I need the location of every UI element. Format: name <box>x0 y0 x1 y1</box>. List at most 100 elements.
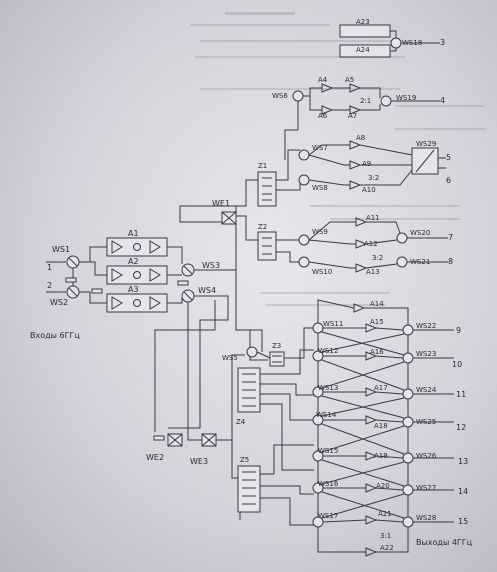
background-text <box>190 12 485 306</box>
output-5-label: 5 <box>446 153 451 162</box>
ws28-label: WS28 <box>416 514 436 522</box>
switch-ws10 <box>298 256 310 268</box>
input-section: 1 2 WS1 WS2 A1 A2 A3 WS3 <box>30 229 220 340</box>
a14-label: A14 <box>370 300 384 308</box>
a17-label: A17 <box>374 384 388 392</box>
a24-label: A24 <box>356 46 370 54</box>
switch-ws11 <box>312 322 324 334</box>
ws6-label: WS6 <box>272 92 288 100</box>
ratio-3-2-a: 3:2 <box>368 174 379 182</box>
a20-label: A20 <box>376 482 390 490</box>
a18-label: A18 <box>374 422 388 430</box>
a9-label: A9 <box>362 160 371 168</box>
output-6-label: 6 <box>446 176 451 185</box>
lower-branch: WS5 Z3 Z4 Z5 WS11 WS12 WS13 WS14 WS15 <box>222 299 473 557</box>
output-11-label: 11 <box>456 390 466 399</box>
z4-label: Z4 <box>236 418 246 426</box>
ws10-label: WS10 <box>312 268 332 276</box>
ws3-label: WS3 <box>202 261 220 270</box>
a22-label: A22 <box>380 544 394 552</box>
ratio-3-1: 3:1 <box>380 532 391 540</box>
a1-label: A1 <box>128 229 139 238</box>
ws22-label: WS22 <box>416 322 436 330</box>
inputs-caption: Входы 6ГГц <box>30 331 80 340</box>
trunk-wiring <box>154 179 268 441</box>
amp-box-a1 <box>106 237 168 257</box>
ws27-label: WS27 <box>416 484 436 492</box>
a6-label: A6 <box>318 112 328 120</box>
ws8-label: WS8 <box>312 184 328 192</box>
ws23-label: WS23 <box>416 350 436 358</box>
ws2-label: WS2 <box>50 298 68 307</box>
ws24-label: WS24 <box>416 386 437 394</box>
a21-label: A21 <box>378 510 392 518</box>
ws1-label: WS1 <box>52 245 70 254</box>
switch-ws23 <box>402 352 414 364</box>
we1-label: WE1 <box>212 199 230 208</box>
a7-label: A7 <box>348 112 357 120</box>
z2-label: Z2 <box>258 223 267 231</box>
ws16-label: WS16 <box>318 480 339 488</box>
upper-branch: A23 A24 WS18 3 WS6 A4 A5 A6 A7 2:1 WS19 … <box>257 18 453 276</box>
output-8-label: 8 <box>448 257 453 266</box>
switch-ws5 <box>246 346 258 358</box>
ws26-label: WS26 <box>416 452 437 460</box>
switch-ws19 <box>380 95 392 107</box>
ws20-label: WS20 <box>410 229 430 237</box>
z3-label: Z3 <box>272 342 281 350</box>
filter-z5 <box>237 465 261 513</box>
a23-label: A23 <box>356 18 370 26</box>
switch-ws22 <box>402 324 414 336</box>
input-2-label: 2 <box>47 281 52 290</box>
output-12-label: 12 <box>456 423 466 432</box>
a5-label: A5 <box>345 76 354 84</box>
a15-label: A15 <box>370 318 384 326</box>
ws11-label: WS11 <box>323 320 343 328</box>
amp-a23 <box>339 24 391 38</box>
ratio-3-2-b: 3:2 <box>372 254 383 262</box>
ws4-label: WS4 <box>198 286 216 295</box>
output-9-label: 9 <box>456 326 461 335</box>
ws15-label: WS15 <box>318 447 338 455</box>
ratio-2-1: 2:1 <box>360 97 371 105</box>
we2-label: WE2 <box>146 453 164 462</box>
ws19-label: WS19 <box>396 94 416 102</box>
a3-label: A3 <box>128 285 139 294</box>
input-1-label: 1 <box>47 263 52 272</box>
switch-ws28 <box>402 516 414 528</box>
amp-box-a3 <box>106 293 168 313</box>
a12-label: A12 <box>364 240 378 248</box>
switch-ws18 <box>390 37 402 49</box>
amp-box-a2 <box>106 265 168 285</box>
switch-ws6 <box>292 90 304 102</box>
switch-ws8 <box>298 174 310 186</box>
switch-ws26 <box>402 452 414 464</box>
z1-label: Z1 <box>258 162 267 170</box>
switch-ws25 <box>402 416 414 428</box>
ws5-label: WS5 <box>222 354 238 362</box>
output-3-label: 3 <box>440 38 445 47</box>
a10-label: A10 <box>362 186 376 194</box>
output-13-label: 13 <box>458 457 468 466</box>
a13-label: A13 <box>366 268 380 276</box>
switch-ws27 <box>402 484 414 496</box>
ws9-label: WS9 <box>312 228 328 236</box>
output-7-label: 7 <box>448 233 453 242</box>
we3-label: WE3 <box>190 457 208 466</box>
filter-z3 <box>269 351 285 367</box>
switch-ws21 <box>396 256 408 268</box>
output-4-label: 4 <box>440 96 445 105</box>
output-15-label: 15 <box>458 517 468 526</box>
ws29-label: WS29 <box>416 140 436 148</box>
output-10-label: 10 <box>452 360 462 369</box>
switch-ws9 <box>298 234 310 246</box>
loads: WE1 WE2 WE3 <box>146 199 237 466</box>
output-14-label: 14 <box>458 487 468 496</box>
switch-ws7 <box>298 149 310 161</box>
ws7-label: WS7 <box>312 144 328 152</box>
ws13-label: WS13 <box>318 384 338 392</box>
z5-label: Z5 <box>240 456 249 464</box>
outputs-caption: Выходы 4ГГц <box>416 538 473 547</box>
